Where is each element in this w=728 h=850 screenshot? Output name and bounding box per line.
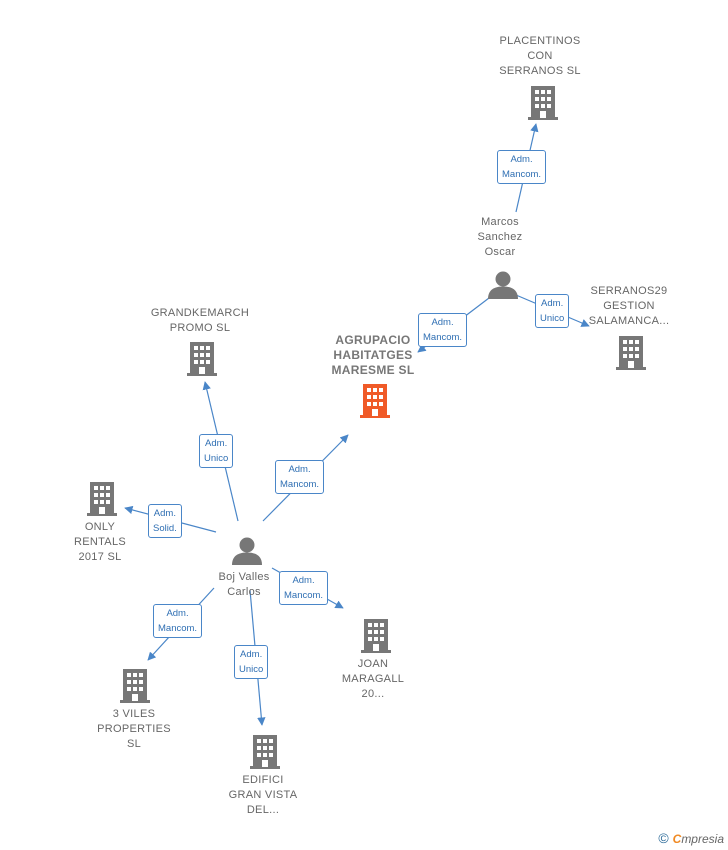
node-label-marcos[interactable]: Marcos Sanchez Oscar	[477, 216, 523, 258]
brand-logo-text: mpresia	[681, 832, 724, 846]
brand-footer[interactable]: ©Cmpresia	[658, 830, 724, 846]
building-icon-only[interactable]	[87, 482, 117, 516]
node-label-viles[interactable]: 3 VILES PROPERTIES SL	[97, 708, 171, 750]
relation-badge-marcos-placentinos[interactable]: Adm. Mancom.	[497, 150, 547, 184]
node-label-edifici[interactable]: EDIFICI GRAN VISTA DEL...	[228, 774, 298, 816]
relation-badge-marcos-serranos29[interactable]: Adm. Unico	[535, 294, 570, 328]
node-label-serranos29[interactable]: SERRANOS29 GESTION SALAMANCA...	[588, 285, 670, 327]
person-icon-marcos[interactable]	[488, 271, 518, 299]
building-icon-viles[interactable]	[120, 669, 150, 703]
relation-badge-boj-only[interactable]: Adm. Solid.	[148, 504, 182, 538]
relation-badge-boj-viles[interactable]: Adm. Mancom.	[153, 604, 203, 638]
relation-badge-boj-agrupacio[interactable]: Adm. Mancom.	[275, 460, 325, 494]
node-label-agrupacio[interactable]: AGRUPACIO HABITATGES MARESME SL	[331, 333, 415, 377]
copyright-icon: ©	[658, 830, 669, 846]
person-icon-boj[interactable]	[232, 537, 262, 565]
node-label-boj[interactable]: Boj Valles Carlos	[218, 571, 270, 598]
building-icon-serranos29[interactable]	[616, 336, 646, 370]
building-icon-edifici[interactable]	[250, 735, 280, 769]
relation-badge-boj-joan[interactable]: Adm. Mancom.	[279, 571, 329, 605]
brand-logo-initial: C	[672, 832, 682, 846]
relation-badge-boj-edifici[interactable]: Adm. Unico	[234, 645, 269, 679]
building-icon-placentinos[interactable]	[528, 86, 558, 120]
building-icon-joan[interactable]	[361, 619, 391, 653]
relation-badge-boj-grandkemarch[interactable]: Adm. Unico	[199, 434, 234, 468]
building-icon-grandkemarch[interactable]	[187, 342, 217, 376]
node-label-joan[interactable]: JOAN MARAGALL 20...	[341, 658, 405, 700]
relation-badge-marcos-agrupacio[interactable]: Adm. Mancom.	[418, 313, 468, 347]
node-label-grandkemarch[interactable]: GRANDKEMARCH PROMO SL	[150, 307, 250, 334]
building-icon-agrupacio[interactable]	[360, 384, 390, 418]
node-label-only[interactable]: ONLY RENTALS 2017 SL	[73, 521, 127, 563]
node-label-placentinos[interactable]: PLACENTINOS CON SERRANOS SL	[499, 35, 581, 77]
